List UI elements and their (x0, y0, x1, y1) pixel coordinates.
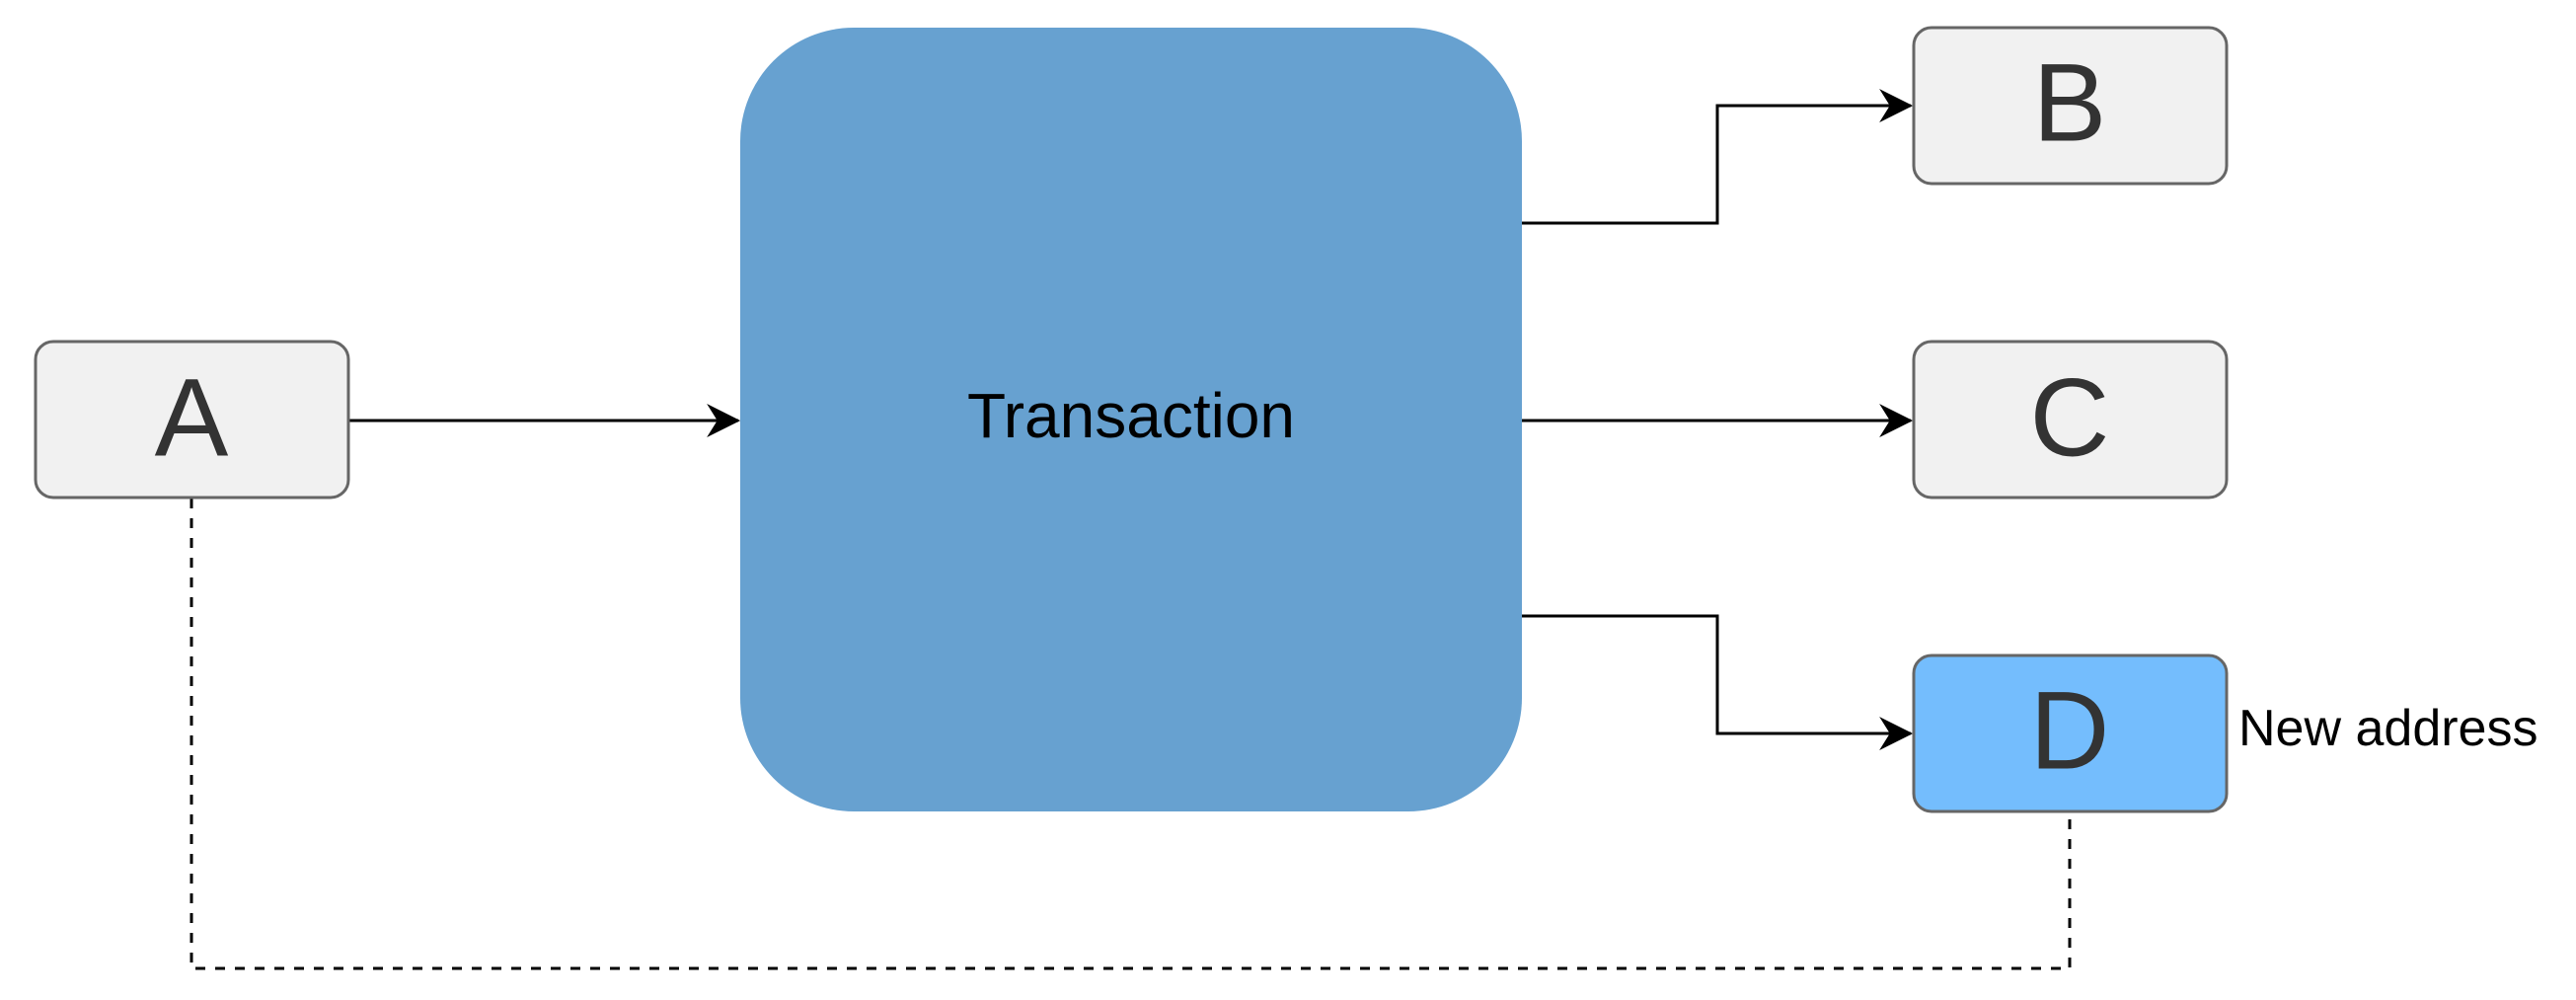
node-b: B (1912, 26, 2229, 186)
new-address-label: New address (2238, 700, 2538, 757)
node-a-label: A (155, 356, 229, 480)
transaction-node: Transaction (740, 28, 1522, 811)
transaction-box (740, 28, 1522, 811)
node-a-box (34, 340, 350, 500)
node-b-label: B (2033, 41, 2107, 165)
edge-transaction-to-d (1522, 614, 1914, 750)
node-d: D (1912, 654, 2229, 813)
node-d-box (1912, 654, 2229, 813)
edge-transaction-to-b (1522, 89, 1914, 225)
node-b-box (1912, 26, 2229, 186)
node-a: A (34, 340, 350, 500)
transaction-label: Transaction (967, 380, 1295, 451)
node-d-label: D (2030, 669, 2110, 793)
node-c-box (1912, 340, 2229, 500)
edge-a-to-d-dashed (189, 499, 2072, 970)
node-c: C (1912, 340, 2229, 500)
node-c-label: C (2030, 356, 2110, 480)
